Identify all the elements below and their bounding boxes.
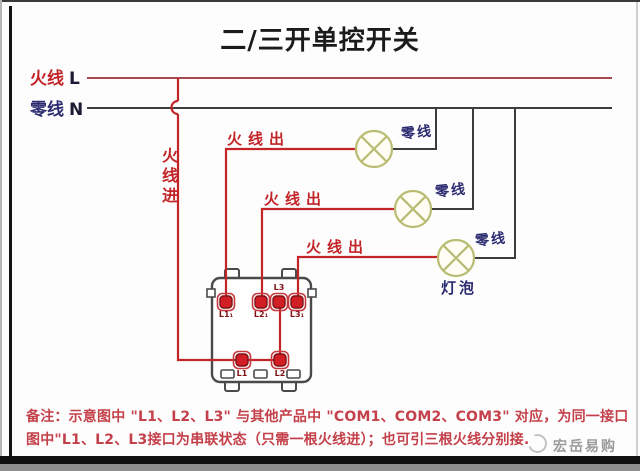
frame-left-border xyxy=(9,6,12,457)
neutral-label-1: 零线 xyxy=(400,123,434,143)
terminal-label-L1: L1 xyxy=(236,369,248,378)
live-out-wire-1 xyxy=(224,147,357,296)
neutral-bus-label-cn: 零线 xyxy=(30,100,64,120)
switch-terminals xyxy=(216,292,307,370)
frame-left-outer-border xyxy=(0,0,2,464)
note-line-1: 备注：示意图中 "L1、L2、L3" 与其他产品中 "COM1、COM2、COM… xyxy=(26,409,629,425)
frame-bottom-border xyxy=(0,456,640,464)
live-out-label-2: 火线出 xyxy=(264,190,328,208)
lamps xyxy=(354,129,476,278)
neutral-label-3: 零线 xyxy=(474,230,508,250)
neutral-bus-letter: N xyxy=(69,100,84,120)
live-bus-label-cn: 火线 xyxy=(30,69,64,89)
live-in-label: 火线进 xyxy=(159,147,178,207)
live-out-label-1: 火线出 xyxy=(227,130,291,148)
neutral-label-2: 零线 xyxy=(434,181,468,201)
terminal-L1-1 xyxy=(216,292,236,312)
frame-top-border xyxy=(0,0,640,2)
lamp-icon-3 xyxy=(436,238,476,278)
terminal-L2 xyxy=(270,350,290,370)
terminal-label-L2-1: L2₁ xyxy=(253,310,269,319)
terminal-L3 xyxy=(269,292,289,312)
live-bus-letter: L xyxy=(69,69,80,89)
neutral-return-3 xyxy=(473,108,516,259)
note-line-2: 图中"L1、L2、L3接口为串联状态（只需一根火线进）；也可引三根火线分别接. xyxy=(26,432,530,448)
terminal-label-L2: L2 xyxy=(274,369,286,378)
lamp-icon-2 xyxy=(393,189,433,229)
terminal-label-L1-1: L1₁ xyxy=(218,310,234,319)
live-out-wire-3 xyxy=(296,255,439,296)
watermark-text: 宏岳易购 xyxy=(553,439,617,455)
wire-hop-over-neutral xyxy=(170,99,179,116)
frame-right-border xyxy=(636,2,638,456)
page-title: 二/三开单控开关 xyxy=(220,26,420,56)
terminal-label-L3-1: L3₁ xyxy=(289,310,305,319)
terminal-L1 xyxy=(232,350,252,370)
neutral-return-1 xyxy=(391,108,437,150)
terminal-label-L3: L3 xyxy=(273,283,285,292)
live-circuit-wires xyxy=(170,78,439,362)
terminal-L3-1 xyxy=(287,292,307,312)
live-out-wire-2 xyxy=(260,207,396,296)
terminal-L2-1 xyxy=(251,292,271,312)
frame-bottom-gray-strip xyxy=(0,464,640,471)
live-out-label-3: 火线出 xyxy=(306,238,370,256)
neutral-return-wires xyxy=(391,108,516,259)
bulb-label: 灯泡 xyxy=(441,279,478,297)
neutral-return-2 xyxy=(430,108,474,210)
lamp-icon-1 xyxy=(354,129,394,169)
